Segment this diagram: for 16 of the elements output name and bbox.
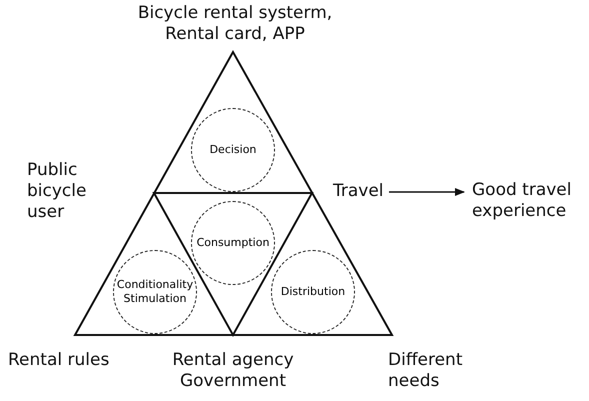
arrow xyxy=(389,188,465,196)
text-label: Bicycle rental systerm, Rental card, APP xyxy=(136,3,334,45)
text-label: Rental agency Government xyxy=(171,350,295,392)
text-label: Public bicycle user xyxy=(27,160,88,223)
circle-label: Conditionality Stimulation xyxy=(116,278,194,306)
node-text: Travel xyxy=(333,181,413,202)
text-label: Rental rules xyxy=(8,350,110,371)
dashed-circle xyxy=(113,250,197,334)
circle-label: Consumption xyxy=(196,236,270,250)
dashed-circle xyxy=(271,250,355,334)
node-text: Good travel experience xyxy=(472,180,587,222)
circle-label: Distribution xyxy=(280,285,346,299)
text-label: Different needs xyxy=(388,350,464,392)
circle-label: Decision xyxy=(210,143,256,157)
dashed-circle xyxy=(191,108,275,192)
dashed-circle xyxy=(191,201,275,285)
